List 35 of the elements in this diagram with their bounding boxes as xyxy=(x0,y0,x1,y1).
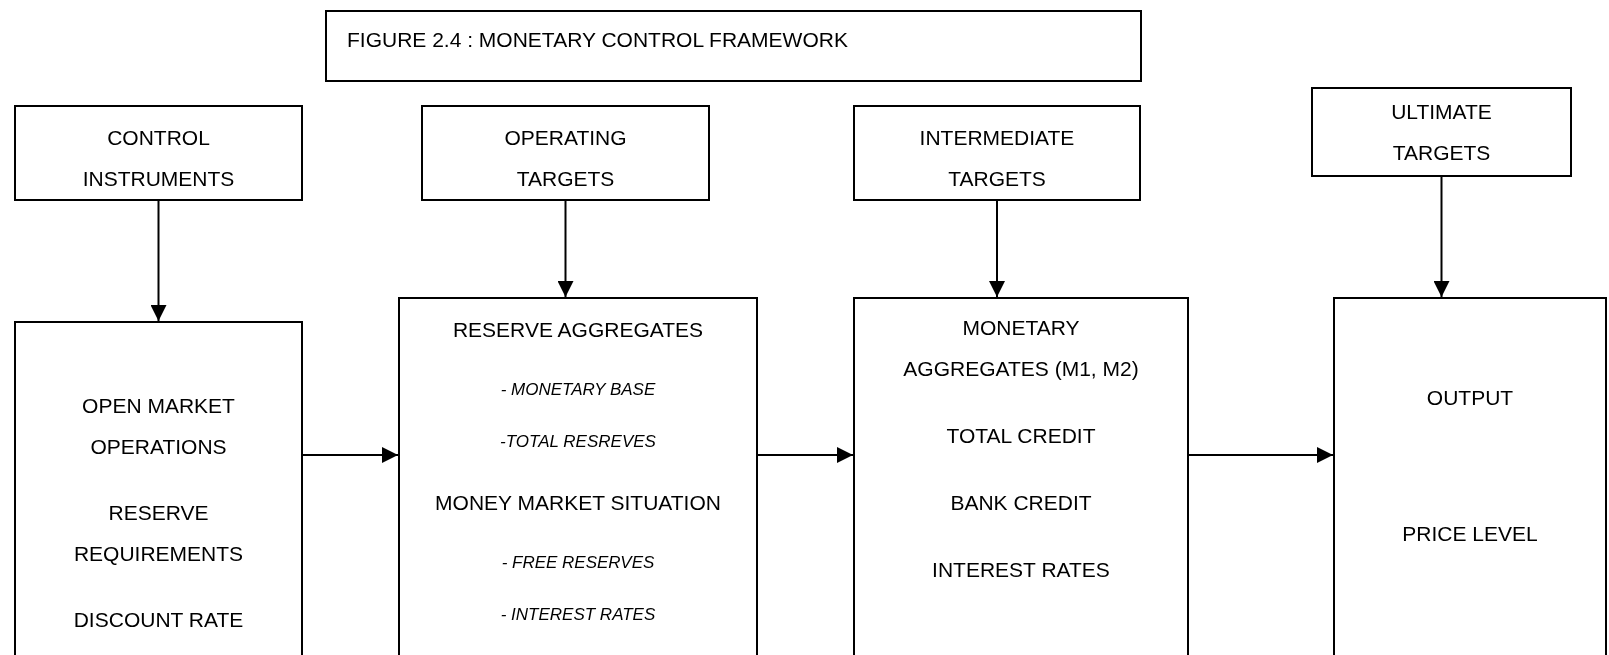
item-text: CONTROL INSTRUMENTS xyxy=(81,125,236,192)
item-text: MONEY MARKET SITUATION xyxy=(434,490,722,516)
item-text: MONETARY AGGREGATES (M1, M2) xyxy=(902,315,1140,382)
content-box xyxy=(853,297,1189,655)
arrow xyxy=(557,200,574,298)
content-box xyxy=(1333,297,1607,655)
header-box xyxy=(853,105,1141,201)
header-box xyxy=(14,105,303,201)
arrow xyxy=(989,200,1005,298)
item-text: OPERATING TARGETS xyxy=(503,125,628,192)
item-text: BANK CREDIT xyxy=(949,490,1093,516)
content-box xyxy=(14,321,303,655)
arrow xyxy=(1188,447,1334,463)
item-text: INTERMEDIATE TARGETS xyxy=(918,125,1076,192)
content-box xyxy=(398,297,758,655)
arrow xyxy=(150,200,167,322)
item-text: PRICE LEVEL xyxy=(1401,521,1539,547)
arrow xyxy=(757,447,854,463)
item-text: DISCOUNT RATE xyxy=(72,607,245,633)
item-text: RESERVE AGGREGATES xyxy=(451,317,705,343)
header-box xyxy=(1311,87,1572,177)
sub-item: - FREE RESERVES xyxy=(500,552,656,574)
item-text: OPEN MARKET OPERATIONS xyxy=(81,393,236,460)
item-text: OUTPUT xyxy=(1425,385,1515,411)
item-text: RESERVE REQUIREMENTS xyxy=(72,500,245,567)
item-text: TOTAL CREDIT xyxy=(945,423,1097,449)
sub-item: - MONETARY BASE xyxy=(499,379,657,401)
item-text: ULTIMATE TARGETS xyxy=(1390,99,1493,166)
sub-item: - INTEREST RATES xyxy=(499,604,657,626)
arrow xyxy=(1433,176,1450,298)
figure-title: FIGURE 2.4 : MONETARY CONTROL FRAMEWORK xyxy=(325,10,1142,82)
item-text: INTEREST RATES xyxy=(931,557,1111,583)
header-box xyxy=(421,105,710,201)
arrow xyxy=(302,447,399,463)
sub-item: -TOTAL RESREVES xyxy=(499,431,657,453)
